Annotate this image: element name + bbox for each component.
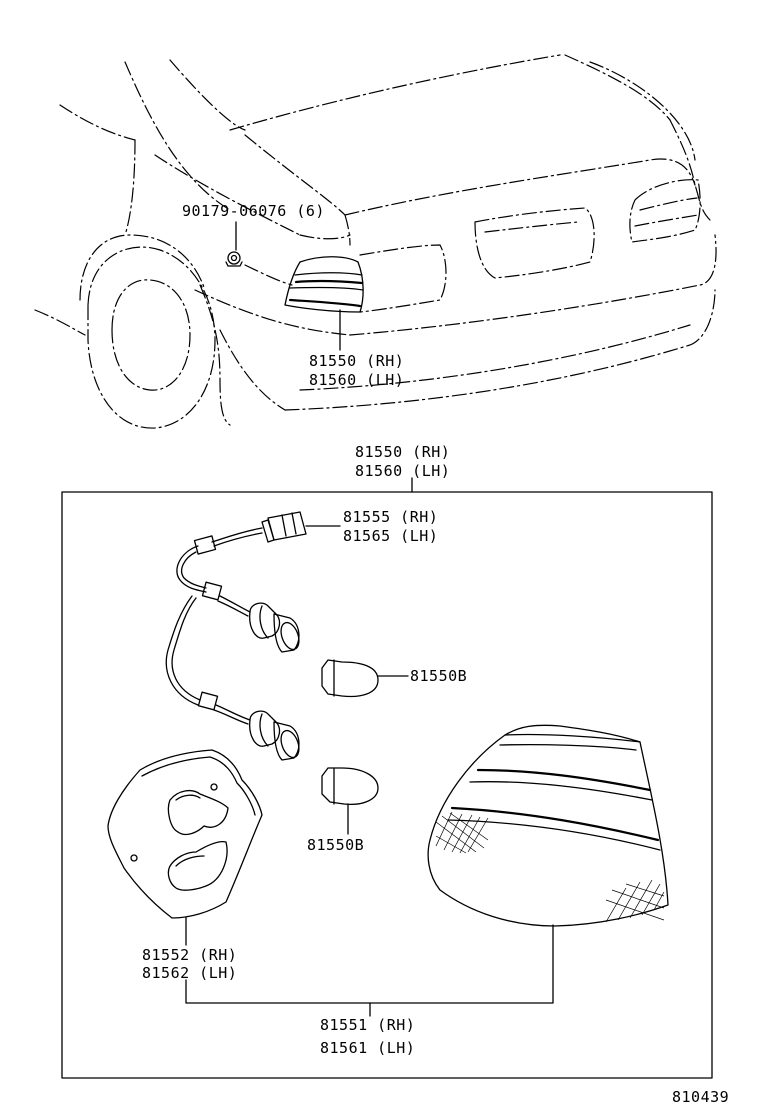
label-lamp-box-lh: 81560 (LH) [355,462,451,480]
label-lens-body-rh: 81551 (RH) [320,1016,416,1034]
label-lens-body-lh: 81561 (LH) [320,1039,416,1057]
bulb-lower [321,767,379,806]
label-gasket-lh: 81562 (LH) [142,964,238,982]
vehicle-outline [34,54,717,429]
vehicle-tail-lamp [284,256,364,313]
label-lamp-assy-lh: 81560 (LH) [309,371,405,389]
label-screw: 90179-06076 (6) [182,202,325,220]
screw-grommet [225,251,243,267]
lens-body [427,724,669,927]
label-bulb-lower: 81550B [307,836,365,854]
label-bulb-upper: 81550B [410,667,468,685]
socket-wire-harness [165,511,307,725]
leader-lens-bracket [185,924,554,1004]
label-lamp-box-rh: 81550 (RH) [355,443,451,461]
label-lamp-assy-rh: 81550 (RH) [309,352,405,370]
bulb-upper [321,659,379,698]
exploded-view-frame [61,491,713,1079]
diagram-code: 810439 [672,1088,730,1106]
label-socket-wire-rh: 81555 (RH) [343,508,439,526]
lower-socket [249,710,300,761]
label-gasket-rh: 81552 (RH) [142,946,238,964]
upper-socket [249,602,300,653]
label-socket-wire-lh: 81565 (LH) [343,527,439,545]
gasket [107,749,263,919]
